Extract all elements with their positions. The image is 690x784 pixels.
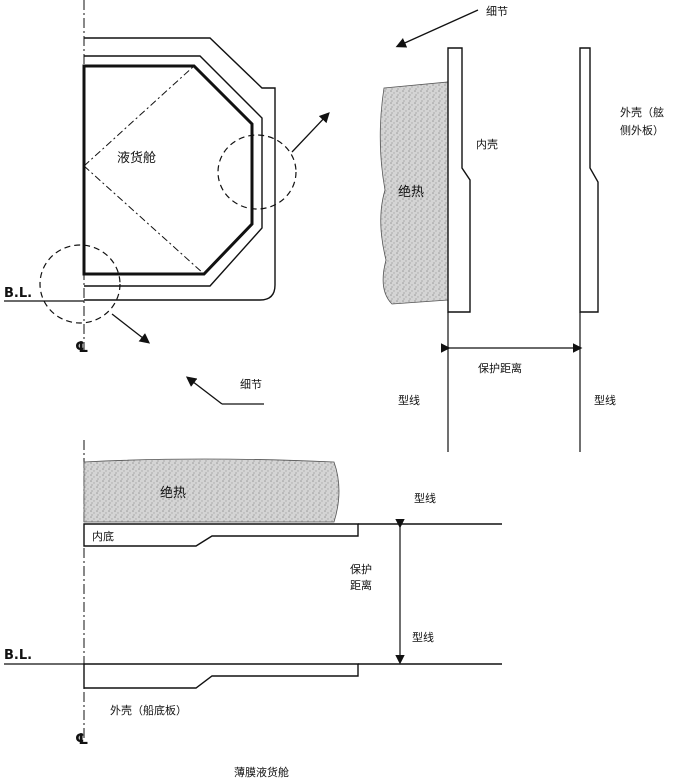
- outer-bottom-label: 外壳（船底板）: [110, 703, 187, 717]
- protective-distance-label-bottom-line1: 保护: [350, 562, 372, 576]
- detail-label-top: 细节: [486, 5, 508, 18]
- outer-shell-plate: [579, 47, 599, 313]
- insulation-block-side: [379, 81, 449, 305]
- bl-label-top: B.L.: [4, 286, 32, 301]
- double-bottom-detail: [4, 440, 502, 740]
- detail-label-mid: 细节: [240, 378, 262, 391]
- tank-diagonal-upper: [83, 65, 195, 167]
- tank-membrane: [82, 64, 254, 276]
- arrow-bottom: [111, 313, 151, 344]
- outer-bottom-plate: [83, 663, 359, 689]
- inner-shell-label: 内壳: [476, 137, 498, 151]
- inner-shell-plate: [447, 47, 471, 313]
- moulded-line-label-right: 型线: [594, 393, 616, 407]
- centerline-label-top: ℄: [75, 338, 88, 356]
- moulded-line-label-bottom-top: 型线: [414, 491, 436, 505]
- detail-circle-bottom: [39, 244, 121, 324]
- bl-label-bottom: B.L.: [4, 648, 32, 663]
- outer-hull: [84, 37, 276, 301]
- tank-cross-section: [4, 0, 330, 350]
- insulation-block-bottom: [83, 458, 340, 523]
- insulation-label-side: 绝热: [398, 184, 424, 200]
- protective-distance-label-bottom-line2: 距离: [350, 578, 372, 592]
- centerline-label-bottom: ℄: [75, 730, 88, 748]
- detail-circle-side: [217, 134, 297, 210]
- outer-shell-label-line2: 侧外板）: [620, 123, 664, 137]
- inner-bottom-label: 内底: [92, 529, 114, 543]
- moulded-line-label-bottom-mid: 型线: [412, 630, 434, 644]
- inner-bottom-plate: [83, 523, 359, 547]
- inner-hull: [84, 55, 263, 287]
- arrow-side: [291, 112, 330, 153]
- tank-diagonal-lower: [83, 165, 205, 275]
- detail-arrow-mid-diag: [185, 376, 223, 405]
- tank-name-label: 液货舱: [117, 150, 156, 166]
- protective-distance-label-right: 保护距离: [478, 361, 522, 375]
- diagram-caption: 薄膜液货舱: [234, 765, 289, 779]
- side-shell-detail: [379, 9, 599, 452]
- detail-arrow-top: [395, 9, 479, 48]
- moulded-line-label-left: 型线: [398, 393, 420, 407]
- outer-shell-label-line1: 外壳（舷: [620, 105, 664, 119]
- insulation-label-bottom: 绝热: [160, 485, 186, 501]
